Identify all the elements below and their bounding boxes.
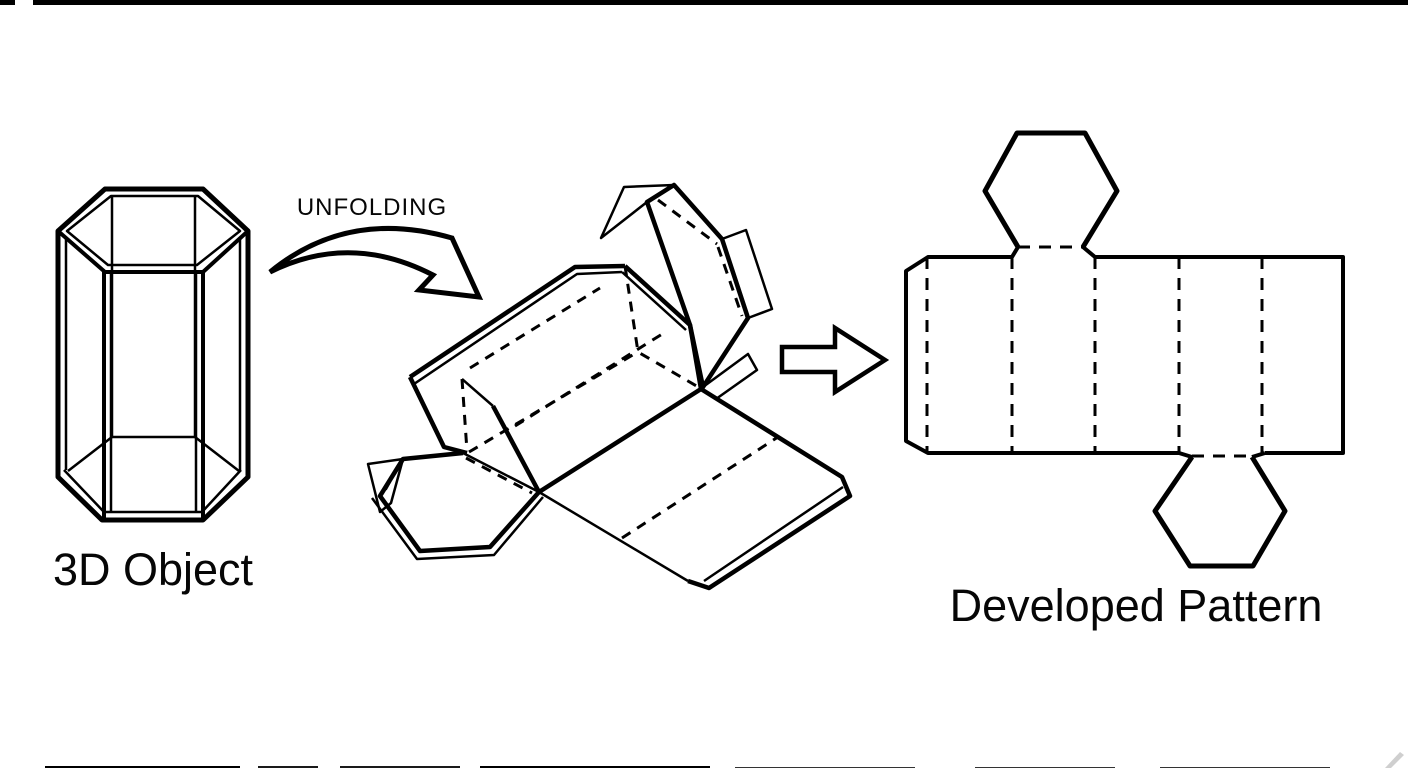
- bottom-crop-marks: [45, 752, 1404, 768]
- top-border-bar: [0, 0, 1408, 5]
- developed-pattern-label: Developed Pattern: [950, 580, 1323, 631]
- object-label: 3D Object: [53, 544, 254, 595]
- unfolding-curved-arrow-icon: [268, 225, 484, 300]
- partially-unfolded-net: [366, 182, 853, 591]
- right-block-arrow-icon: [779, 323, 890, 397]
- hexagonal-prism-3d: [55, 186, 251, 523]
- top-hexagon-face: [982, 130, 1120, 249]
- bottom-hexagon-face: [1152, 454, 1288, 569]
- developed-pattern-net: [904, 130, 1345, 569]
- unfolding-label: UNFOLDING: [297, 194, 447, 221]
